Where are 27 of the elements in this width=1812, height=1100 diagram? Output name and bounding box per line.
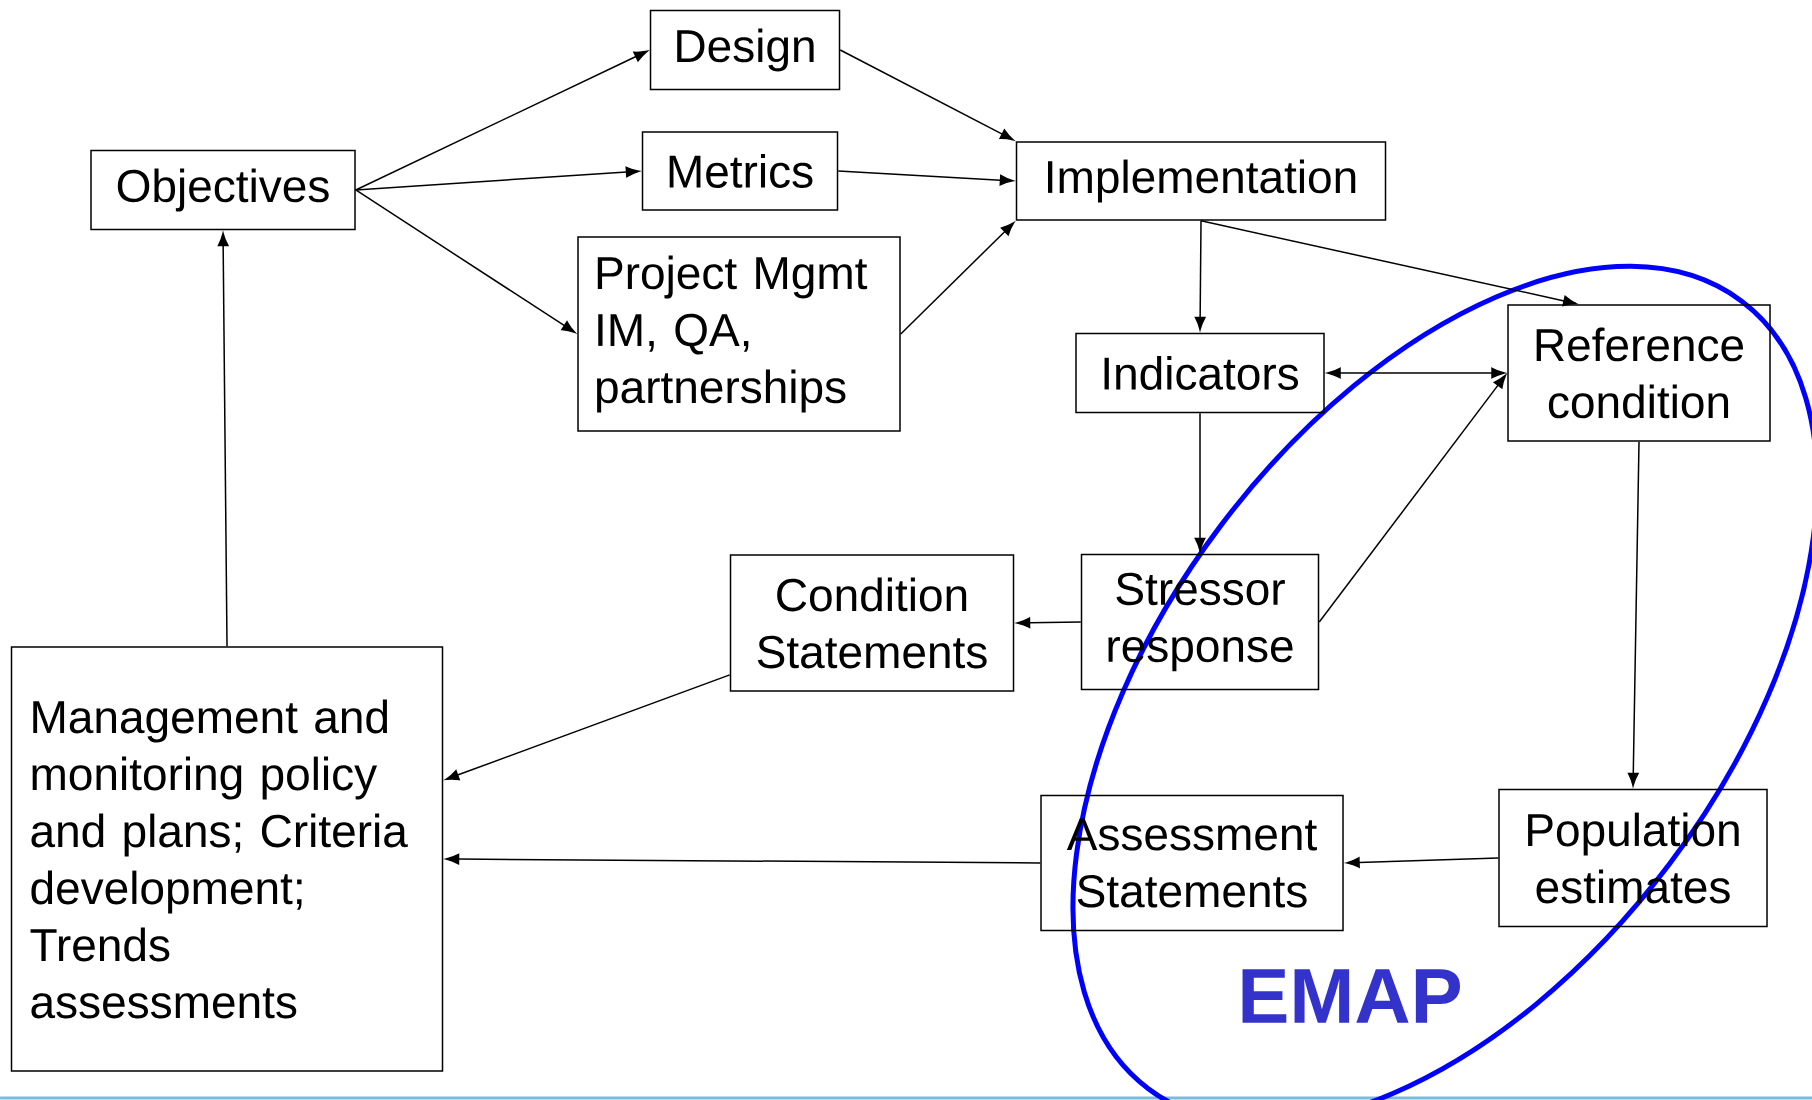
arrow [1346,857,1499,868]
arrow [355,166,640,191]
process-box: Reference condition [1507,304,1771,442]
arrow [445,853,1041,865]
arrow [1194,412,1206,552]
arrow [837,170,1014,186]
arrow [1200,220,1577,307]
program-label: EMAP [1242,969,1460,1023]
arrow [839,49,1014,141]
arrow [1318,374,1507,623]
arrow [1327,367,1505,379]
process-box: Indicators [1075,332,1325,414]
process-box: Design [649,9,841,91]
process-box: Project Mgmt IM, QA, partnerships [577,236,901,432]
process-box: Metrics [641,131,839,211]
arrow [445,674,731,781]
arrow [1016,617,1082,629]
process-box: Objectives [90,149,356,231]
arrow [900,222,1015,335]
process-box: Management and monitoring policy and plans; Criteria development; Trends assessments [10,646,444,1072]
arrow [217,232,229,647]
process-box: Implementation [1015,141,1387,221]
arrow [1627,441,1640,787]
arrow [355,189,576,334]
process-box: Condition Statements [729,554,1015,692]
arrow [1194,220,1206,331]
arrow [355,50,648,191]
